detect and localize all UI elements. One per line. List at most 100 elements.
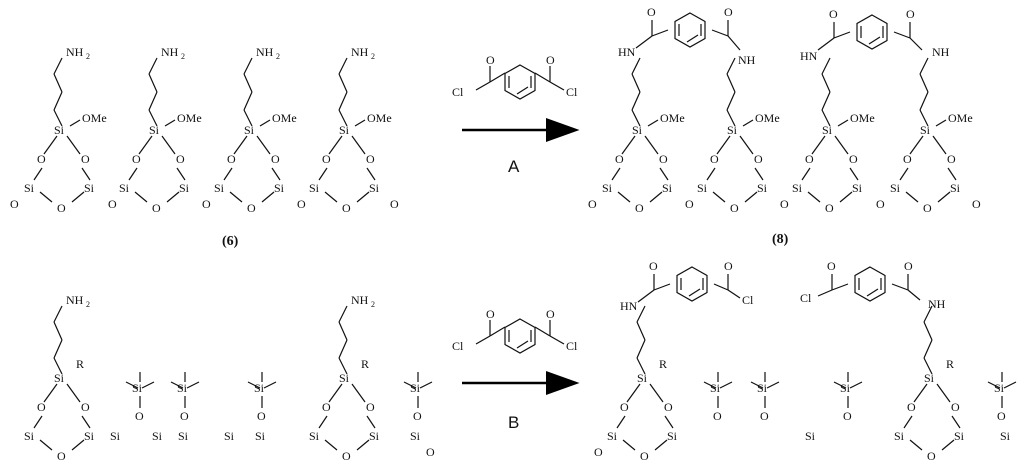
svg-text:OMe: OMe (367, 111, 392, 125)
svg-text:Si: Si (805, 429, 816, 443)
svg-text:Si: Si (149, 123, 160, 137)
svg-text:R: R (659, 357, 667, 371)
svg-text:O: O (972, 197, 981, 211)
svg-text:Si: Si (924, 371, 935, 385)
compound-8-label: (8) (772, 232, 789, 247)
svg-text:NH: NH (256, 45, 274, 59)
svg-text:2: 2 (276, 52, 280, 61)
svg-text:O: O (202, 197, 211, 211)
svg-text:O: O (546, 307, 555, 321)
svg-text:NH: NH (351, 45, 369, 59)
svg-text:O: O (827, 259, 836, 273)
svg-text:Si: Si (727, 123, 738, 137)
svg-text:2: 2 (371, 52, 375, 61)
svg-text:OMe: OMe (850, 111, 875, 125)
svg-text:O: O (588, 197, 597, 211)
svg-text:Si: Si (1000, 429, 1011, 443)
svg-text:O: O (843, 409, 852, 423)
svg-text:O: O (649, 259, 658, 273)
svg-text:Si: Si (132, 381, 143, 395)
svg-text:HN: HN (620, 299, 638, 313)
svg-text:R: R (76, 357, 84, 371)
svg-text:Si: Si (54, 123, 65, 137)
svg-text:R: R (946, 357, 954, 371)
svg-text:NH: NH (161, 45, 179, 59)
svg-text:NH: NH (66, 45, 84, 59)
svg-text:O: O (997, 409, 1006, 423)
svg-text:O: O (135, 409, 144, 423)
svg-text:Cl: Cl (452, 339, 464, 353)
svg-text:Cl: Cl (566, 85, 578, 99)
svg-text:Si: Si (54, 371, 65, 385)
svg-text:O: O (180, 409, 189, 423)
svg-text:O: O (257, 409, 266, 423)
svg-text:NH: NH (928, 297, 946, 311)
svg-text:O: O (904, 259, 913, 273)
svg-text:Si: Si (840, 381, 851, 395)
svg-text:O: O (413, 409, 422, 423)
svg-text:O: O (594, 445, 603, 459)
svg-text:Cl: Cl (742, 293, 754, 307)
svg-text:Si: Si (244, 123, 255, 137)
svg-text:OMe: OMe (755, 111, 780, 125)
svg-text:Si: Si (637, 371, 648, 385)
svg-text:NH: NH (351, 293, 369, 307)
svg-text:Si: Si (410, 381, 421, 395)
svg-text:O: O (486, 307, 495, 321)
svg-text:Si: Si (339, 371, 350, 385)
svg-text:OMe: OMe (272, 111, 297, 125)
svg-text:O: O (906, 7, 915, 21)
svg-text:Cl: Cl (452, 85, 464, 99)
svg-text:Cl: Cl (566, 339, 578, 353)
svg-text:O: O (426, 445, 435, 459)
svg-text:NH: NH (738, 53, 756, 67)
svg-text:O: O (10, 197, 19, 211)
svg-text:Si: Si (255, 429, 266, 443)
svg-text:Si: Si (710, 381, 721, 395)
svg-text:O: O (486, 53, 495, 67)
svg-text:O: O (685, 197, 694, 211)
svg-text:NH: NH (66, 293, 84, 307)
svg-text:Si: Si (410, 429, 421, 443)
svg-text:Si: Si (994, 381, 1005, 395)
svg-text:2: 2 (371, 300, 375, 309)
svg-text:Si: Si (757, 381, 768, 395)
svg-text:O: O (297, 197, 306, 211)
svg-text:O: O (390, 197, 399, 211)
svg-text:O: O (546, 53, 555, 67)
svg-text:Si: Si (110, 429, 121, 443)
svg-text:Si: Si (632, 123, 643, 137)
svg-text:Si: Si (178, 429, 189, 443)
svg-text:2: 2 (86, 300, 90, 309)
svg-text:O: O (876, 197, 885, 211)
svg-text:Si: Si (177, 381, 188, 395)
svg-text:2: 2 (86, 52, 90, 61)
svg-text:O: O (108, 197, 117, 211)
condition-label-a: A (508, 157, 520, 176)
bottom-right-structure: Si R Si O Si O Si O Si R (594, 259, 1017, 464)
svg-text:O: O (760, 409, 769, 423)
reagent-terephthaloyl-chloride-b: O Cl O Cl (452, 307, 578, 354)
compound-8-structure: Si OMe Si OMe Si OMe Si OMe HN (588, 5, 981, 216)
svg-text:NH: NH (932, 45, 950, 59)
svg-text:O: O (724, 259, 733, 273)
svg-text:Si: Si (339, 123, 350, 137)
svg-text:Si: Si (254, 381, 265, 395)
svg-text:OMe: OMe (82, 111, 107, 125)
compound-6-label: (6) (222, 234, 239, 249)
svg-text:OMe: OMe (660, 111, 685, 125)
svg-text:Si: Si (822, 123, 833, 137)
svg-text:O: O (724, 5, 733, 19)
svg-text:HN: HN (618, 45, 636, 59)
svg-text:Cl: Cl (800, 291, 812, 305)
svg-text:R: R (361, 357, 369, 371)
svg-text:Si: Si (224, 429, 235, 443)
reagent-terephthaloyl-chloride-a: O Cl O Cl (452, 53, 578, 100)
svg-text:O: O (780, 197, 789, 211)
svg-text:OMe: OMe (948, 111, 973, 125)
svg-text:2: 2 (181, 52, 185, 61)
svg-text:Si: Si (152, 429, 163, 443)
bottom-left-structure: Si NH 2 R Si O Si O Si O Si (23, 293, 435, 464)
compound-6-structure: Si NH 2 OMe Si NH 2 OMe Si NH 2 OMe (10, 45, 399, 216)
